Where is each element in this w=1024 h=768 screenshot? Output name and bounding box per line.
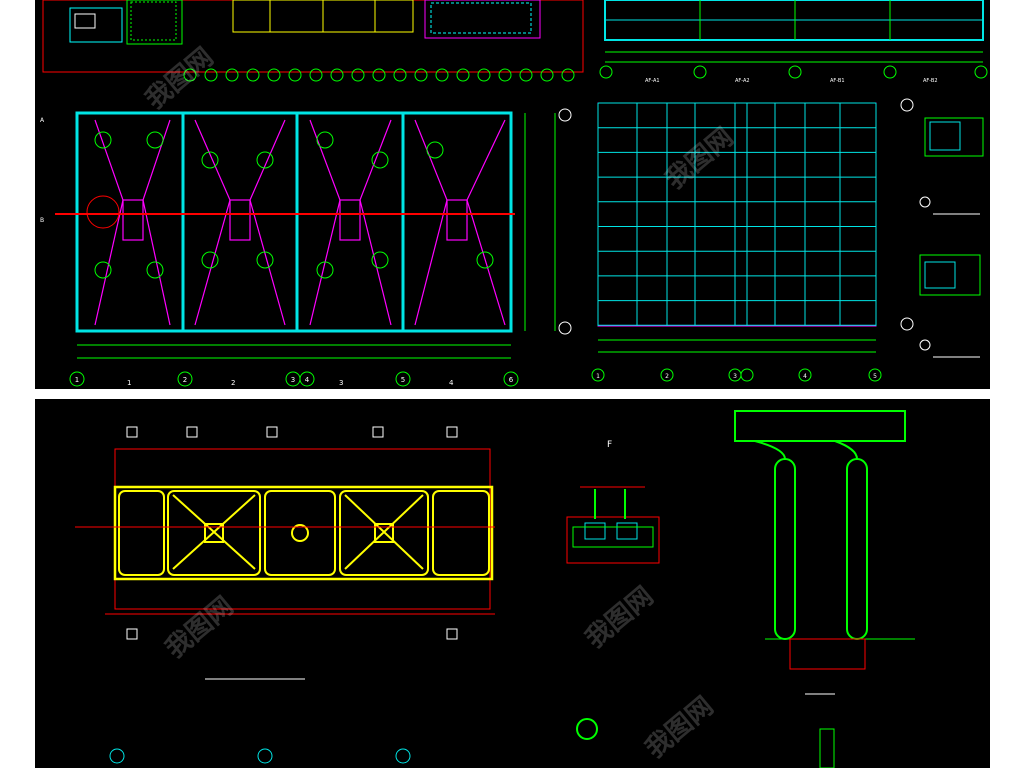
grid-bubble-3: 3 bbox=[291, 376, 295, 384]
detail-f: F bbox=[566, 440, 660, 564]
grid-bubble-6: 6 bbox=[509, 376, 514, 384]
section-label-af-b1: AF-B1 bbox=[830, 78, 845, 84]
right-grid-bubble-3: 3 bbox=[733, 373, 737, 380]
site-plan-fragment bbox=[42, 0, 584, 73]
section-label-af-a1: AF-A1 bbox=[645, 78, 660, 84]
bay-label-3: 3 bbox=[339, 379, 343, 387]
top-drawing-panel: A B 1 2 3 4 5 6 1 2 3 4 AF-A1 bbox=[35, 0, 990, 389]
watermark-3: 我图网 bbox=[160, 591, 239, 664]
watermark-4: 我图网 bbox=[580, 581, 659, 654]
detail-column bbox=[919, 117, 984, 358]
top-drawing-canvas: A B 1 2 3 4 5 6 1 2 3 4 AF-A1 bbox=[40, 0, 988, 387]
bay-label-4: 4 bbox=[449, 379, 454, 387]
structural-plan bbox=[75, 426, 495, 680]
watermark-2: 我图网 bbox=[660, 122, 739, 195]
grid-bubbles-left: 1 2 3 4 5 6 1 2 3 4 bbox=[69, 108, 572, 387]
right-grid-bubble-4: 4 bbox=[803, 373, 807, 380]
grid-bubble-1: 1 bbox=[75, 376, 79, 384]
bottom-drawing-canvas: F 我图网 我图网 我图网 bbox=[75, 410, 915, 768]
side-label-a-left: A bbox=[40, 117, 45, 124]
detail-f-label: F bbox=[607, 440, 612, 450]
grid-bubble-5: 5 bbox=[401, 376, 405, 384]
section-label-af-a2: AF-A2 bbox=[735, 78, 750, 84]
right-grid-bubble-2: 2 bbox=[665, 373, 669, 380]
tank-plan-left: A B bbox=[40, 111, 556, 359]
bottom-drawing-panel: F 我图网 我图网 我图网 bbox=[35, 399, 990, 768]
bay-label-2: 2 bbox=[231, 379, 235, 387]
watermark-5: 我图网 bbox=[640, 691, 719, 764]
bottom-fragments bbox=[109, 718, 598, 764]
tree-symbol-row bbox=[183, 68, 575, 82]
grid-bubble-2: 2 bbox=[183, 376, 187, 384]
bay-label-1: 1 bbox=[127, 379, 131, 387]
watermark-1: 我图网 bbox=[140, 42, 219, 115]
grid-bubble-4: 4 bbox=[305, 376, 310, 384]
right-grid-bubble-1: 1 bbox=[596, 373, 600, 380]
tank-plan-right: 1 2 3 4 5 bbox=[591, 98, 914, 382]
section-strip: AF-A1 AF-A2 AF-B1 AF-B2 bbox=[599, 0, 988, 84]
section-label-af-b2: AF-B2 bbox=[923, 78, 938, 84]
right-grid-bubble-5: 5 bbox=[873, 373, 877, 380]
side-label-b-left: B bbox=[40, 217, 44, 224]
pipe-elevation bbox=[734, 410, 915, 768]
